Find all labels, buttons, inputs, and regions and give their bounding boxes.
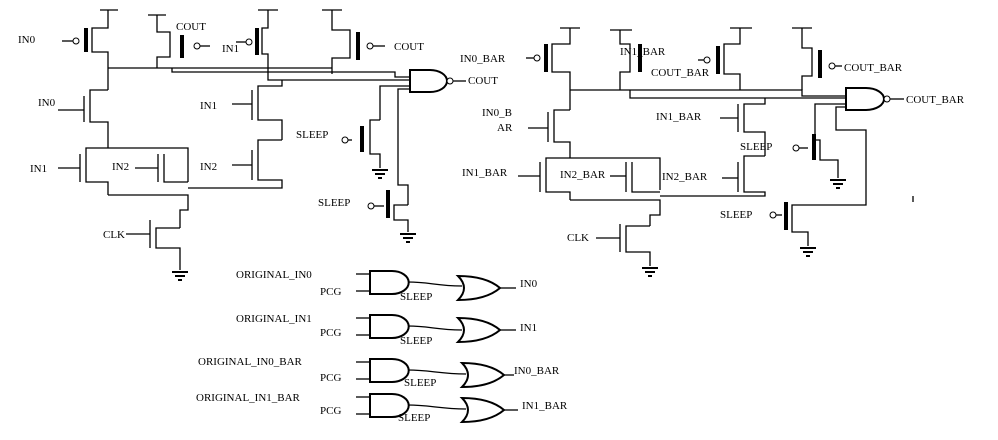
label-in1bar-mid: IN1_BAR xyxy=(656,111,702,123)
label-sleep-right-a: SLEEP xyxy=(740,141,772,153)
gating-pcg-label: PCG xyxy=(320,372,341,384)
gating-input-label: ORIGINAL_IN1_BAR xyxy=(196,392,301,404)
and-gate xyxy=(369,270,410,295)
gating-sleep-label: SLEEP xyxy=(400,291,432,303)
gating-sleep-label: SLEEP xyxy=(400,335,432,347)
nmos-sleep-left-a xyxy=(341,119,389,179)
nmos-in1bar-low xyxy=(518,157,571,200)
nmos-in0-mid xyxy=(58,89,109,148)
gating-sleep-label: SLEEP xyxy=(398,412,430,424)
nmos-in2bar-right xyxy=(660,155,766,197)
nmos-clk-right xyxy=(596,224,659,277)
label-cout-top-b: COUT xyxy=(394,41,424,53)
label-sleep-left-a: SLEEP xyxy=(296,129,328,141)
gating-pcg-label: PCG xyxy=(320,327,341,339)
nmos-sleep-right-a xyxy=(792,134,847,189)
nmos-in1bar-mid xyxy=(720,98,766,156)
label-sleep-left-b: SLEEP xyxy=(318,197,350,209)
or-gate xyxy=(455,274,502,302)
pmos-cout-top-b xyxy=(322,9,385,68)
gating-pcg-label: PCG xyxy=(320,405,341,417)
left-dual-rail-circuit: IN0 COUT IN1 COUT COUT IN0 IN1 IN1 IN2 I… xyxy=(18,9,498,281)
nmos-in2-right xyxy=(188,139,283,189)
pmos-coutbar-top-b xyxy=(792,27,842,90)
pmos-in0-top xyxy=(62,9,118,68)
right-dual-rail-circuit: IN0_BAR IN1_BAR COUT_BAR COUT_BAR COUT_B… xyxy=(460,27,965,277)
nmos-sleep-right-b xyxy=(769,202,817,257)
gating-output-label: IN1 xyxy=(520,322,537,334)
nmos-in1-low xyxy=(58,147,109,195)
nand-gate-coutbar xyxy=(845,87,904,111)
gating-row-0: ORIGINAL_IN0 PCG SLEEP IN0 xyxy=(236,269,538,303)
nmos-clk-left xyxy=(126,220,189,281)
label-coutbar-top-b: COUT_BAR xyxy=(844,62,903,74)
pmos-in1bar-top xyxy=(610,29,642,90)
label-sleep-right-b: SLEEP xyxy=(720,209,752,221)
pmos-in1-top xyxy=(236,9,278,68)
nmos-in2bar-left xyxy=(610,162,660,193)
label-in1-top: IN1 xyxy=(222,43,239,55)
or-gate xyxy=(459,361,506,389)
label-in0-mid: IN0 xyxy=(38,97,56,109)
gating-pcg-label: PCG xyxy=(320,286,341,298)
label-in0bar-mid-2: AR xyxy=(497,122,513,134)
or-gate xyxy=(455,316,502,344)
and-gate xyxy=(369,358,410,383)
gating-output-label: IN0 xyxy=(520,278,538,290)
gating-output-label: IN0_BAR xyxy=(514,365,560,377)
nmos-in2-left xyxy=(135,154,188,183)
gating-input-label: ORIGINAL_IN0_BAR xyxy=(198,356,303,368)
label-nand-coutbar: COUT_BAR xyxy=(906,94,965,106)
and-gate xyxy=(369,393,410,418)
gating-input-label: ORIGINAL_IN1 xyxy=(236,313,312,325)
label-in0bar-mid-1: IN0_B xyxy=(482,107,512,119)
pmos-in0bar-top xyxy=(526,27,580,90)
label-nand-cout: COUT xyxy=(468,75,498,87)
and-gate xyxy=(369,314,410,339)
label-in2-left: IN2 xyxy=(112,161,129,173)
gating-sleep-label: SLEEP xyxy=(404,377,436,389)
label-clk-left: CLK xyxy=(103,229,125,241)
label-in1bar-top: IN1_BAR xyxy=(620,46,666,58)
label-in2bar-right: IN2_BAR xyxy=(662,171,708,183)
label-in2bar-left: IN2_BAR xyxy=(560,169,606,181)
pmos-cout-top-a xyxy=(148,14,210,68)
gating-row-1: ORIGINAL_IN1 PCG SLEEP IN1 xyxy=(236,313,537,347)
label-clk-right: CLK xyxy=(567,232,589,244)
label-cout-top-a: COUT xyxy=(176,21,206,33)
gating-output-label: IN1_BAR xyxy=(522,400,568,412)
label-coutbar-top-a: COUT_BAR xyxy=(651,67,710,79)
gating-row-3: ORIGINAL_IN1_BAR PCG SLEEP IN1_BAR xyxy=(196,392,568,424)
nand-gate-cout xyxy=(409,69,466,93)
pmos-coutbar-top-a xyxy=(698,27,752,90)
label-in1bar-low: IN1_BAR xyxy=(462,167,508,179)
gating-row-2: ORIGINAL_IN0_BAR PCG SLEEP IN0_BAR xyxy=(198,356,560,389)
label-in1-low: IN1 xyxy=(30,163,47,175)
or-gate xyxy=(459,396,506,424)
label-in0bar-top: IN0_BAR xyxy=(460,53,506,65)
label-in2-right: IN2 xyxy=(200,161,217,173)
label-in1-mid: IN1 xyxy=(200,100,217,112)
nmos-sleep-left-b xyxy=(367,190,417,243)
label-in0-top: IN0 xyxy=(18,34,36,46)
gating-input-label: ORIGINAL_IN0 xyxy=(236,269,312,281)
nmos-in1-mid xyxy=(232,80,283,140)
nmos-in0bar-mid xyxy=(528,109,571,158)
